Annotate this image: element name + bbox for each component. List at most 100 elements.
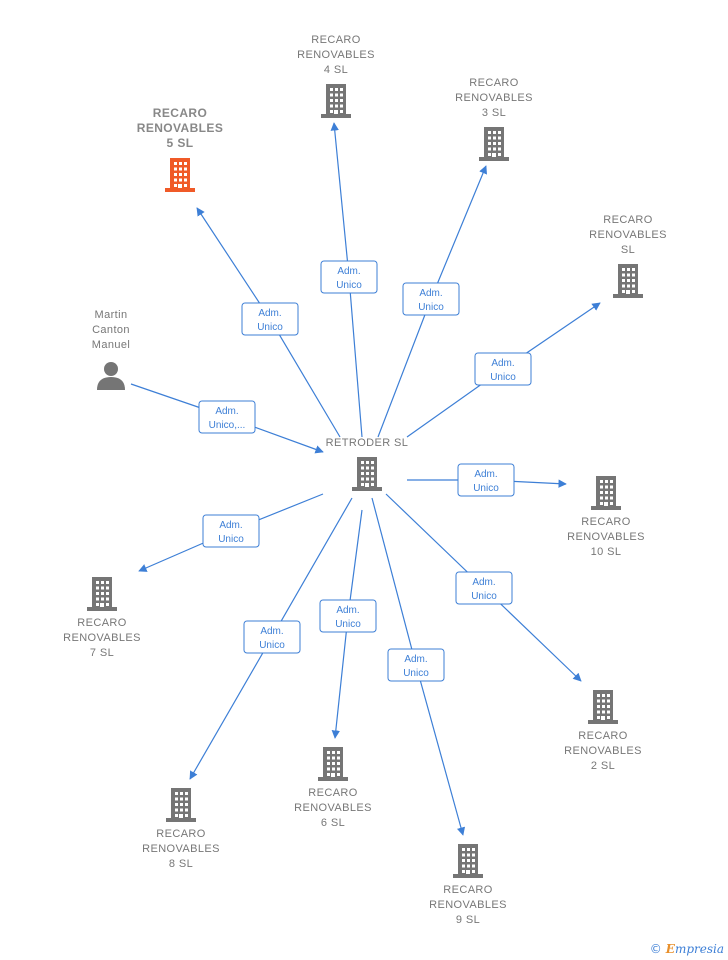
node-r6[interactable]: RECARO RENOVABLES 6 SL	[294, 747, 372, 829]
copyright-symbol: ©	[649, 942, 662, 956]
node-label: SL	[621, 244, 635, 256]
building-icon	[352, 457, 382, 491]
relation-label: Unico	[257, 322, 283, 333]
building-icon	[166, 788, 196, 822]
edge-martin-retroder: Adm. Unico,...	[130, 383, 324, 454]
relation-badge[interactable]	[243, 620, 301, 654]
relation-badge[interactable]	[320, 260, 378, 294]
node-label: RECARO	[77, 617, 127, 629]
relation-label: Adm.	[491, 358, 514, 369]
node-label: RECARO	[581, 516, 631, 528]
edge-retroder-r4: Adm. Unico	[320, 122, 378, 438]
node-label: 8 SL	[169, 858, 193, 870]
relation-label: Adm.	[337, 266, 360, 277]
relation-label: Unico	[336, 280, 362, 291]
node-label: 5 SL	[167, 136, 194, 150]
building-icon	[591, 476, 621, 510]
relation-badge[interactable]	[198, 400, 256, 434]
node-label: RECARO	[153, 106, 207, 120]
edge-retroder-r9: Adm.Unico	[371, 497, 466, 836]
relation-badge[interactable]	[455, 571, 513, 605]
relation-badge[interactable]	[241, 302, 299, 336]
relation-label: Unico,...	[209, 420, 246, 431]
relation-label: Adm.	[336, 605, 359, 616]
node-r10[interactable]: RECARO RENOVABLES 10 SL	[567, 476, 645, 558]
relation-label: Unico	[218, 534, 244, 545]
relation-badge[interactable]	[457, 463, 515, 497]
node-label: RECARO	[578, 730, 628, 742]
node-retroder[interactable]: RETRODER SL	[326, 437, 409, 491]
node-label: 2 SL	[591, 760, 615, 772]
node-label: 4 SL	[324, 64, 348, 76]
node-label: RECARO	[156, 828, 206, 840]
node-label: RETRODER SL	[326, 437, 409, 449]
brand-initial: E	[665, 942, 675, 956]
relation-badge[interactable]	[474, 352, 532, 386]
node-label: RENOVABLES	[137, 121, 223, 135]
building-icon	[87, 577, 117, 611]
edge-retroder-r7: Adm. Unico	[138, 493, 324, 572]
relation-label: Adm.	[404, 654, 427, 665]
node-label: RENOVABLES	[429, 899, 507, 911]
node-r2[interactable]: RECARO RENOVABLES 2 SL	[564, 690, 642, 772]
relation-label: Adm.	[260, 626, 283, 637]
building-icon	[588, 690, 618, 724]
node-label: RENOVABLES	[142, 843, 220, 855]
node-label: Martin	[95, 309, 128, 321]
building-icon	[479, 127, 509, 161]
relation-label: Adm.	[472, 577, 495, 588]
building-icon	[165, 158, 195, 192]
node-label: RECARO	[311, 34, 361, 46]
relation-label: Unico	[335, 619, 361, 630]
edge-retroder-r10: Adm. Unico	[407, 463, 567, 497]
node-label: RECARO	[443, 884, 493, 896]
relation-label: Unico	[473, 483, 499, 494]
relation-label: Unico	[471, 591, 497, 602]
node-r4[interactable]: RECARO RENOVABLES 4 SL	[297, 34, 375, 118]
person-icon	[97, 362, 125, 390]
node-label: 6 SL	[321, 817, 345, 829]
edge-retroder-r8: Adm. Unico	[189, 497, 353, 780]
building-icon	[613, 264, 643, 298]
node-label: 3 SL	[482, 107, 506, 119]
node-label: RENOVABLES	[589, 229, 667, 241]
building-icon	[318, 747, 348, 781]
edge-retroder-r2: Adm. Unico	[385, 493, 582, 682]
edge-retroder-r6: Adm. Unico	[319, 509, 377, 739]
brand-name: mpresia	[674, 942, 724, 956]
relation-badge[interactable]	[319, 599, 377, 633]
node-label: RENOVABLES	[297, 49, 375, 61]
node-label: RENOVABLES	[294, 802, 372, 814]
relation-label: Adm.	[215, 406, 238, 417]
relation-label: Adm.	[258, 308, 281, 319]
relation-label: Unico	[259, 640, 285, 651]
relation-badge[interactable]	[402, 282, 460, 316]
node-label: RENOVABLES	[564, 745, 642, 757]
edge-retroder-r3: Adm.Unico	[377, 165, 487, 438]
node-label: Manuel	[92, 339, 130, 351]
node-label: 7 SL	[90, 647, 114, 659]
brand-footer[interactable]: ©Empresia	[650, 942, 724, 956]
edge-retroder-r5: Adm. Unico	[196, 207, 341, 438]
node-label: RECARO	[469, 77, 519, 89]
relation-label: Adm.	[219, 520, 242, 531]
relation-badge[interactable]	[202, 514, 260, 548]
edge-retroder-r: Adm. Unico	[406, 302, 601, 438]
building-icon	[321, 84, 351, 118]
relation-label: Adm.	[474, 469, 497, 480]
node-r8[interactable]: RECARO RENOVABLES 8 SL	[142, 788, 220, 870]
node-label: Canton	[92, 324, 130, 336]
building-icon	[453, 844, 483, 878]
relation-label: Unico	[490, 372, 516, 383]
relation-badge[interactable]	[387, 648, 445, 682]
node-label: 10 SL	[591, 546, 622, 558]
node-label: RECARO	[308, 787, 358, 799]
node-label: RENOVABLES	[567, 531, 645, 543]
